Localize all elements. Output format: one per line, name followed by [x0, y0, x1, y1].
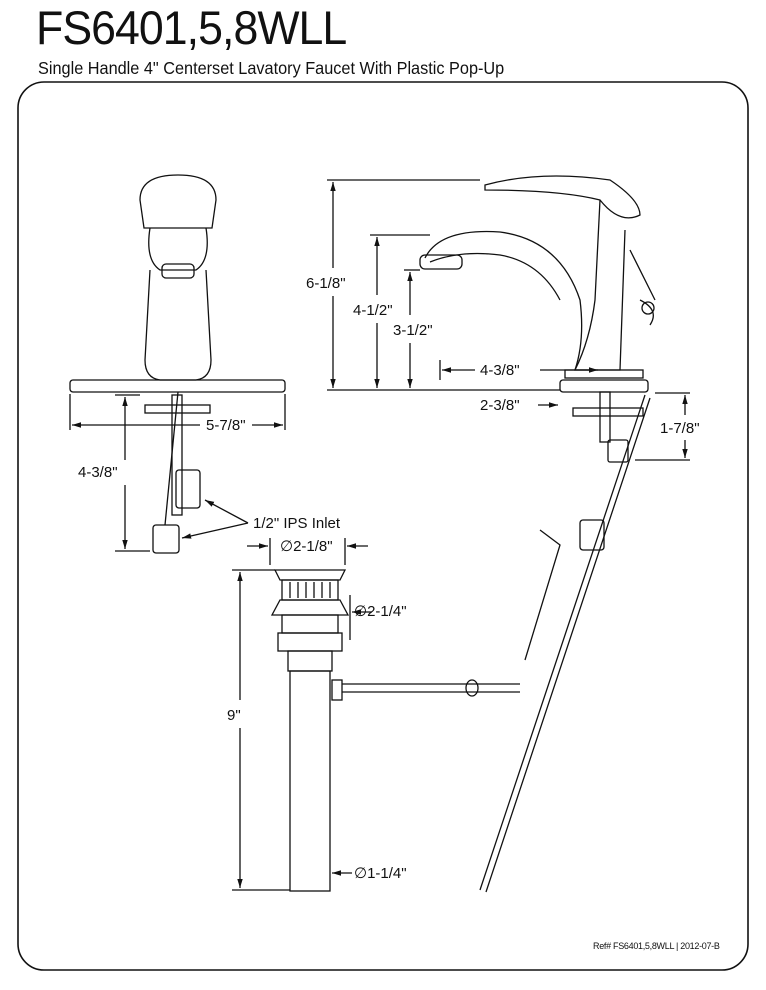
- dim-spout-clearance: 3-1/2": [393, 322, 433, 339]
- side-view-faucet: [419, 175, 656, 551]
- dim-plate-width: 5-7/8": [206, 417, 246, 434]
- dim-spout-reach: 4-3/8": [480, 362, 520, 379]
- dim-nut-diameter: ∅2-1/4": [354, 603, 407, 620]
- dim-base-offset: 2-3/8": [480, 397, 520, 414]
- dim-drain-height: 9": [227, 707, 241, 724]
- pop-up-drain: [270, 569, 520, 892]
- label-ips-inlet: 1/2" IPS Inlet: [253, 515, 341, 532]
- dim-spout-height: 4-1/2": [353, 302, 393, 319]
- page-subtitle: Single Handle 4" Centerset Lavatory Fauc…: [38, 58, 505, 78]
- dim-flange-diameter: ∅2-1/8": [280, 538, 333, 555]
- dim-shank-length: 4-3/8": [78, 464, 118, 481]
- dim-overall-height: 6-1/8": [306, 275, 346, 292]
- dim-lift-rod: 1-7/8": [660, 420, 700, 437]
- page-title: FS6401,5,8WLL: [36, 1, 347, 54]
- reference-number: Ref# FS6401,5,8WLL | 2012-07-B: [593, 941, 720, 951]
- drawing-frame: [17, 81, 749, 971]
- dim-tailpiece-diameter: ∅1-1/4": [354, 865, 407, 882]
- lift-rod: [479, 394, 651, 893]
- front-view-faucet: [69, 174, 286, 554]
